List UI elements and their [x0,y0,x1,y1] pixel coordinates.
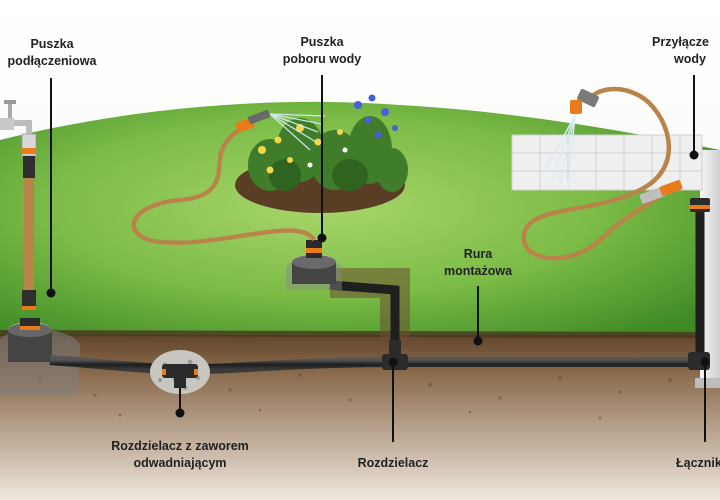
label-puszka-poboru-wody: Puszka poboru wody [282,35,362,66]
hose-right [521,86,683,261]
label-puszka-podlaczeniowa: Puszka podłączeniowa [7,37,97,68]
underground-pipe [49,200,705,375]
callout-lines [46,75,710,442]
label-lacznik: Łącznik [676,456,720,470]
water-outlet-box-middle [286,240,342,290]
connection-box-left [0,318,80,395]
label-rozdzielacz-z-zaworem: Rozdzielacz z zaworem odwadniającym [111,439,249,470]
label-przylacze-wody: Przyłącze wody [652,35,709,66]
lawn-edge [0,330,720,338]
label-rura-montazowa: Rura montażowa [443,247,513,278]
water-spray-middle [269,113,326,151]
garden-tap [0,100,37,310]
drain-distributor [150,350,210,394]
hose-middle [131,110,316,245]
soil-layer [0,330,720,500]
soil-texture [38,369,673,420]
water-spray-right [544,114,576,189]
label-rozdzielacz: Rozdzielacz [357,456,429,470]
paving-tiles [511,134,703,191]
wall-base [695,378,720,388]
